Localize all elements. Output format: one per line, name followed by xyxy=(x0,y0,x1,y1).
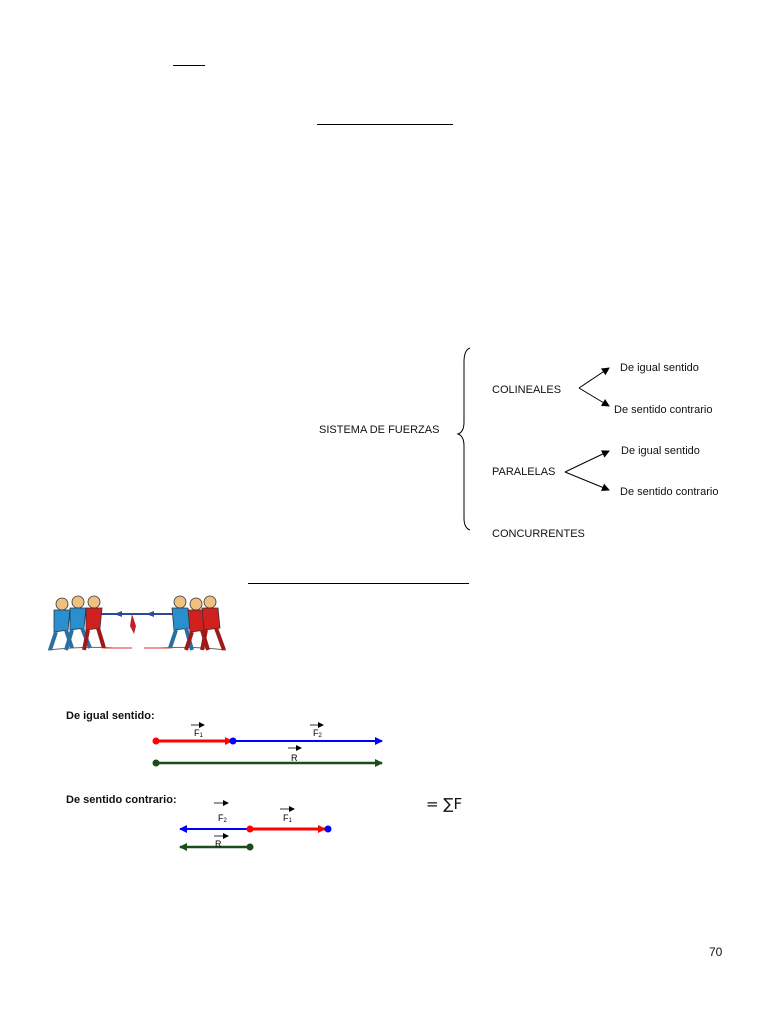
label-f1-opposite: F1 xyxy=(283,813,293,824)
label-f2-same: F2 xyxy=(313,728,323,739)
vector-r-opposite-origin xyxy=(247,844,254,851)
opposite-direction-vectors: F2 F1 R xyxy=(180,803,332,851)
heading-rule-short xyxy=(173,65,205,66)
left-team-figures xyxy=(50,596,104,650)
brace-and-arrows xyxy=(455,340,745,540)
branch-paralelas-contrario: De sentido contrario xyxy=(620,486,718,498)
group-concurrentes: CONCURRENTES xyxy=(492,528,585,540)
vector-common-origin xyxy=(247,826,254,833)
branch-colineales-contrario: De sentido contrario xyxy=(614,404,712,416)
vector-f1-same-origin xyxy=(153,738,160,745)
same-direction-vectors: F1 F2 R xyxy=(153,725,383,767)
vector-f1-opposite-tip xyxy=(325,826,332,833)
resultant-formula: = ∑F xyxy=(426,795,462,813)
group-paralelas: PARALELAS xyxy=(492,466,555,478)
curly-brace xyxy=(458,348,470,530)
vector-diagrams: F1 F2 R F2 F1 R xyxy=(140,715,400,860)
rope-flag xyxy=(130,614,136,634)
arrow-paralelas-igual xyxy=(565,451,609,472)
branch-colineales-igual: De igual sentido xyxy=(620,362,699,374)
section-rule xyxy=(248,583,469,584)
arrow-colineales-igual xyxy=(579,368,609,388)
label-r-same: R xyxy=(291,753,298,763)
right-team-figures xyxy=(170,596,224,650)
heading-rule-title xyxy=(317,124,453,125)
vector-r-same-origin xyxy=(153,760,160,767)
vector-f2-same-origin xyxy=(230,738,237,745)
arrow-colineales-contrario xyxy=(579,388,609,406)
label-r-opposite: R xyxy=(215,839,222,849)
label-f1-same: F1 xyxy=(194,728,204,739)
branch-paralelas-igual: De igual sentido xyxy=(621,445,700,457)
diagram-root-label: SISTEMA DE FUERZAS xyxy=(319,424,439,436)
arrow-paralelas-contrario xyxy=(565,472,609,490)
tug-of-war-illustration xyxy=(44,592,230,656)
group-colineales: COLINEALES xyxy=(492,384,561,396)
label-f2-opposite: F2 xyxy=(218,813,228,824)
page-number: 70 xyxy=(709,945,722,959)
